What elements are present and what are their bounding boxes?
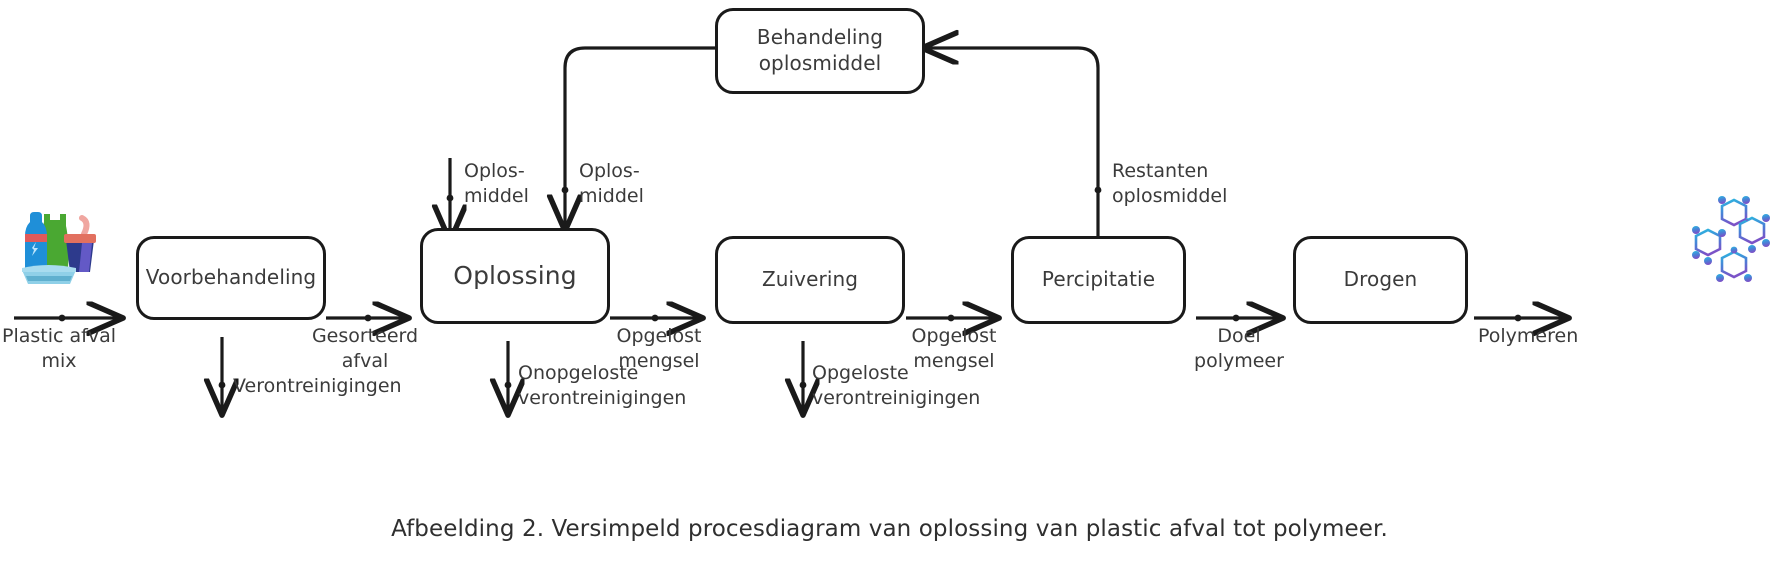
label-oplosmiddel-2: Oplos- middel [579, 160, 644, 208]
connector-dots [58, 186, 1522, 389]
node-oplossing-label: Oplossing [453, 261, 577, 290]
label-opgelost-mengsel-2: Opgelost mengsel [911, 325, 997, 373]
node-drogen[interactable]: Drogen [1293, 236, 1468, 324]
label-opgeloste-verontreinigingen: Opgeloste verontreinigingen [812, 362, 981, 410]
polymer-molecule-icon [1692, 196, 1770, 282]
node-drogen-label: Drogen [1343, 267, 1418, 292]
node-voorbehandeling-label: Voorbehandeling [145, 265, 317, 290]
node-behandeling-oplosmiddel-label: Behandeling oplosmiddel [756, 25, 884, 75]
label-gesorteerd-afval: Gesorteerd afval [311, 325, 419, 373]
node-zuivering-label: Zuivering [761, 267, 859, 292]
label-onopgeloste-verontreinigingen: Onopgeloste verontreinigingen [518, 362, 687, 410]
node-oplossing[interactable]: Oplossing [420, 228, 610, 324]
label-oplosmiddel-1: Oplos- middel [464, 160, 529, 208]
label-polymeren: Polymeren [1478, 325, 1579, 347]
path-residual-solvent-to-treatment [925, 48, 1100, 238]
path-solvent-recycle-to-oplossing [565, 46, 717, 228]
node-voorbehandeling[interactable]: Voorbehandeling [136, 236, 326, 320]
label-restanten-oplosmiddel: Restanten oplosmiddel [1112, 160, 1228, 208]
node-behandeling-oplosmiddel[interactable]: Behandeling oplosmiddel [715, 8, 925, 94]
label-opgelost-mengsel-1: Opgelost mengsel [616, 325, 702, 373]
label-plastic-afval-mix: Plastic afval mix [2, 325, 116, 373]
node-percipitatie[interactable]: Percipitatie [1011, 236, 1186, 324]
label-verontreinigingen: Verontreinigingen [233, 375, 402, 397]
node-percipitatie-label: Percipitatie [1041, 267, 1156, 292]
figure-caption: Afbeelding 2. Versimpeld procesdiagram v… [391, 516, 1388, 542]
label-doel-polymeer: Doel polymeer [1194, 325, 1284, 373]
node-zuivering[interactable]: Zuivering [715, 236, 905, 324]
plastic-waste-icon [22, 212, 96, 284]
